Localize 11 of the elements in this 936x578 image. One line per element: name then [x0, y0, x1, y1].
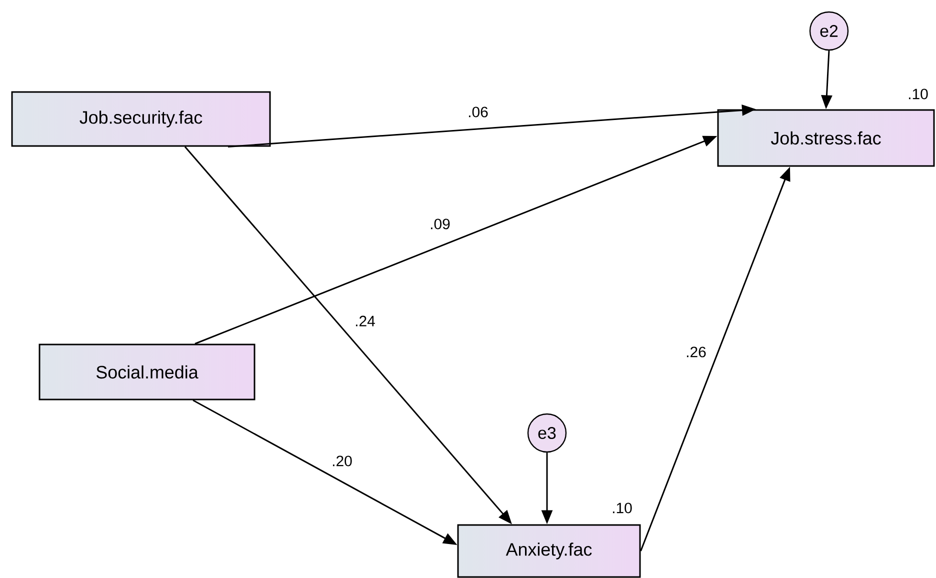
- variable-box: Social.media: [38, 344, 256, 400]
- coefficient-label: .24: [354, 314, 376, 328]
- coefficient-label: .09: [428, 218, 452, 230]
- coefficient-label: .06: [466, 106, 490, 118]
- variable-box: Anxiety.fac: [457, 524, 641, 578]
- r-squared-label: .10: [908, 88, 928, 100]
- r-squared-label: .10: [612, 502, 632, 514]
- coefficient-label: .26: [684, 346, 708, 358]
- variable-box: Job.stress.fac: [717, 109, 935, 167]
- variable-box: Job.security.fac: [11, 91, 271, 147]
- coefficient-label: .20: [330, 454, 354, 468]
